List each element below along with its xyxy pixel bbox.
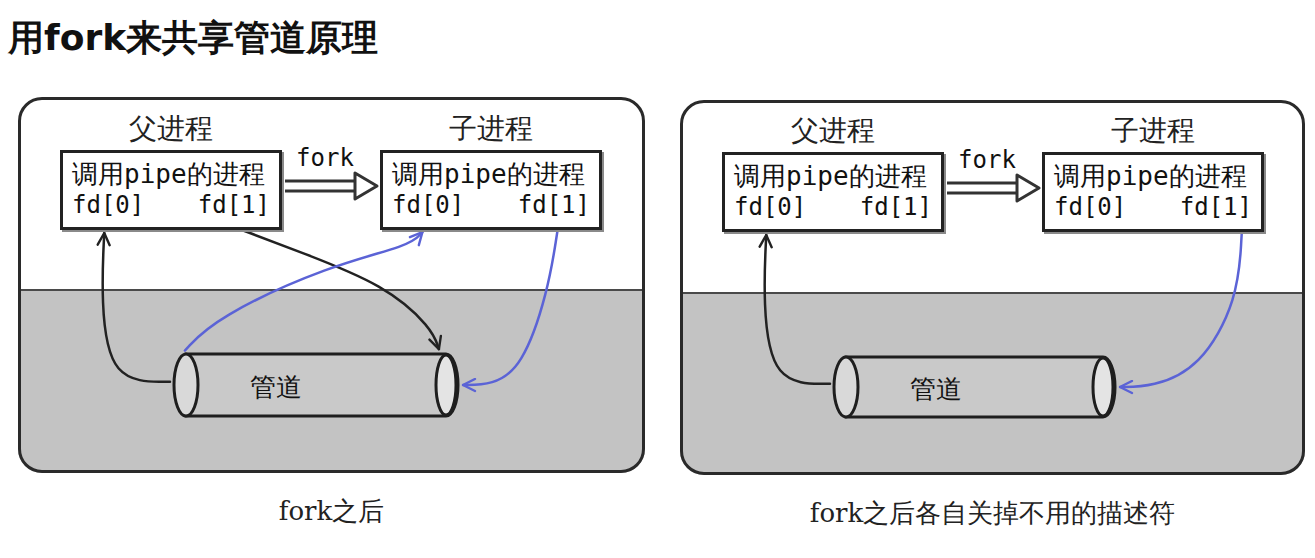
process-box: 父进程调用pipe的进程fd[0]fd[1]: [60, 150, 282, 230]
pipe-end: [834, 357, 858, 417]
pipe-end: [1093, 358, 1113, 416]
descriptor-label: fd[0]: [392, 190, 464, 220]
pipe-connector: [103, 233, 170, 382]
upper-ground: [680, 100, 1305, 475]
panel-ground-right: [680, 100, 1305, 475]
panel-ground-left: [18, 97, 645, 473]
fork-arrow-shaft: [947, 182, 1017, 195]
process-box: 子进程调用pipe的进程fd[0]fd[1]: [380, 150, 602, 230]
descriptor-label: fd[0]: [1054, 192, 1126, 222]
pipe-label: 管道: [910, 372, 962, 407]
ground-divider: [680, 292, 1305, 294]
edge-label: fork: [958, 146, 1016, 174]
panel-caption: fork之后各自关掉不用的描述符: [683, 496, 1302, 531]
pipe-connector-line: [1120, 234, 1242, 387]
fork-arrow-shaft: [284, 183, 356, 190]
pipe-connector: [244, 231, 439, 349]
descriptor-label: fd[1]: [198, 190, 270, 220]
fork-arrow-head: [1017, 175, 1039, 201]
process-name: 调用pipe的进程: [72, 158, 270, 190]
descriptor-label: fd[0]: [734, 192, 806, 222]
pipe-connector: [1120, 234, 1242, 387]
upper-ground: [18, 97, 645, 473]
fork-arrow: [284, 173, 377, 199]
pipe-connector-line: [103, 233, 170, 382]
process-name: 调用pipe的进程: [1054, 160, 1252, 192]
pipe-cylinder: 管道: [172, 352, 460, 418]
pipe-connector-line: [185, 232, 423, 350]
descriptor-label: fd[1]: [860, 192, 932, 222]
pipe-outline: [832, 355, 1117, 419]
ground-divider: [18, 289, 645, 291]
kernel-ground: [18, 290, 645, 473]
page-title: 用fork来共享管道原理: [8, 14, 378, 63]
fork-arrow-shaft: [285, 180, 355, 193]
process-name: 调用pipe的进程: [734, 160, 932, 192]
fork-arrow: [946, 175, 1039, 201]
descriptor-row: fd[0] fd[1]: [72, 190, 270, 220]
panel-caption: fork之后: [21, 494, 642, 529]
process-box: 子进程调用pipe的进程fd[0]fd[1]: [1042, 152, 1264, 232]
pipe-connector-line: [765, 235, 830, 384]
pipe-connector-line: [244, 231, 439, 349]
pipe-cylinder: 管道: [832, 355, 1117, 419]
process-name: 调用pipe的进程: [392, 158, 590, 190]
pipe-connector: [765, 235, 830, 384]
process-heading: 子进程: [1111, 112, 1195, 150]
pipe-connector-line: [463, 232, 557, 385]
fork-arrow-head: [355, 173, 377, 199]
pipe-connector: [463, 232, 557, 385]
process-heading: 父进程: [129, 110, 213, 148]
pipe-body: [846, 357, 1115, 417]
process-box: 父进程调用pipe的进程fd[0]fd[1]: [722, 152, 944, 232]
fork-arrow-shaft: [946, 185, 1018, 192]
edge-label: fork: [296, 144, 354, 172]
descriptor-label: fd[0]: [72, 190, 144, 220]
descriptor-row: fd[0] fd[1]: [1054, 192, 1252, 222]
pipe-connector: [185, 232, 423, 350]
descriptor-label: fd[1]: [1180, 192, 1252, 222]
pipe-outline: [172, 352, 460, 418]
pipe-end: [436, 355, 456, 415]
pipe-label: 管道: [250, 370, 302, 405]
descriptor-row: fd[0] fd[1]: [392, 190, 590, 220]
pipe-end: [174, 354, 198, 416]
pipe-body: [186, 354, 458, 416]
descriptor-label: fd[1]: [518, 190, 590, 220]
kernel-ground: [680, 293, 1305, 475]
descriptor-row: fd[0] fd[1]: [734, 192, 932, 222]
process-heading: 父进程: [791, 112, 875, 150]
process-heading: 子进程: [449, 110, 533, 148]
